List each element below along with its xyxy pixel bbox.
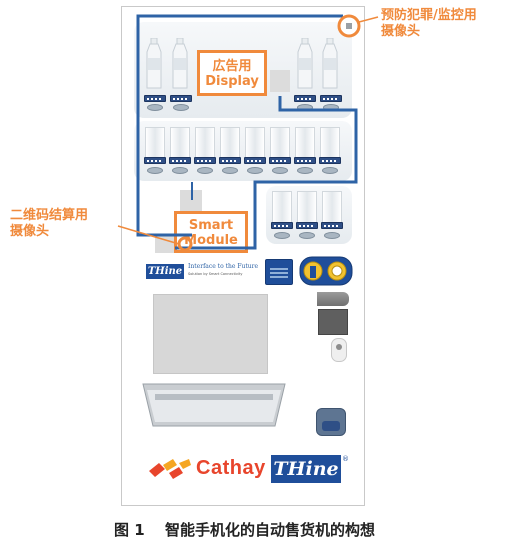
price-tag — [144, 95, 166, 102]
select-button[interactable] — [222, 167, 238, 174]
price-tag — [320, 95, 342, 102]
crime-camera-label: 预防犯罪/监控用 摄像头 — [381, 8, 477, 39]
figure-number: 图 1 — [114, 521, 145, 539]
price-tag — [244, 157, 266, 164]
price-tag — [169, 157, 191, 164]
cathay-logo-mark — [149, 459, 191, 479]
select-button[interactable] — [173, 104, 189, 111]
select-button[interactable] — [322, 167, 338, 174]
select-button[interactable] — [172, 167, 188, 174]
payment-camera-label: 二维码结算用 摄像头 — [10, 208, 89, 239]
return-button[interactable] — [331, 338, 347, 362]
card-reader[interactable] — [265, 259, 293, 285]
smart-module-box: Smart Module — [174, 211, 248, 253]
price-tag — [271, 222, 293, 229]
select-button[interactable] — [274, 232, 290, 239]
price-tag — [294, 157, 316, 164]
cathay-logo-text: Cathay — [196, 457, 266, 479]
thine-logo: THine — [271, 455, 341, 483]
price-tag — [194, 157, 216, 164]
coin-return-cup[interactable] — [316, 408, 346, 436]
select-button[interactable] — [197, 167, 213, 174]
thine-small-logo: THine — [146, 264, 184, 279]
figure-caption: 智能手机化的自动售货机的构想 — [165, 521, 376, 539]
ad-display-box: 広告用 Display — [197, 50, 267, 96]
select-button[interactable] — [297, 167, 313, 174]
payment-camera-box — [155, 235, 179, 253]
select-button[interactable] — [272, 167, 288, 174]
coin-return-lever[interactable] — [317, 292, 349, 306]
thine-subtagline: Solution by Smart Connectivity — [188, 272, 243, 276]
price-tag — [294, 95, 316, 102]
connector-box — [180, 190, 202, 212]
coin-slot-icon[interactable] — [299, 256, 353, 286]
bottle-product-2 — [172, 38, 188, 89]
bottle-product-4 — [322, 38, 338, 89]
select-button[interactable] — [324, 232, 340, 239]
select-button[interactable] — [147, 167, 163, 174]
select-button[interactable] — [147, 104, 163, 111]
price-tag — [144, 157, 166, 164]
price-tag — [319, 157, 341, 164]
price-tag — [296, 222, 318, 229]
product-outlet[interactable] — [139, 382, 289, 428]
bottle-product-1 — [146, 38, 162, 89]
price-tag — [269, 157, 291, 164]
touch-screen[interactable] — [153, 294, 268, 374]
price-tag — [170, 95, 192, 102]
select-button[interactable] — [299, 232, 315, 239]
camera-module-box — [270, 70, 290, 92]
bill-slot[interactable] — [318, 309, 348, 335]
select-button[interactable] — [247, 167, 263, 174]
registered-mark: ® — [342, 455, 349, 463]
thine-tagline: Interface to the Future — [188, 263, 259, 270]
bottle-product-3 — [297, 38, 313, 89]
price-tag — [219, 157, 241, 164]
price-tag — [321, 222, 343, 229]
